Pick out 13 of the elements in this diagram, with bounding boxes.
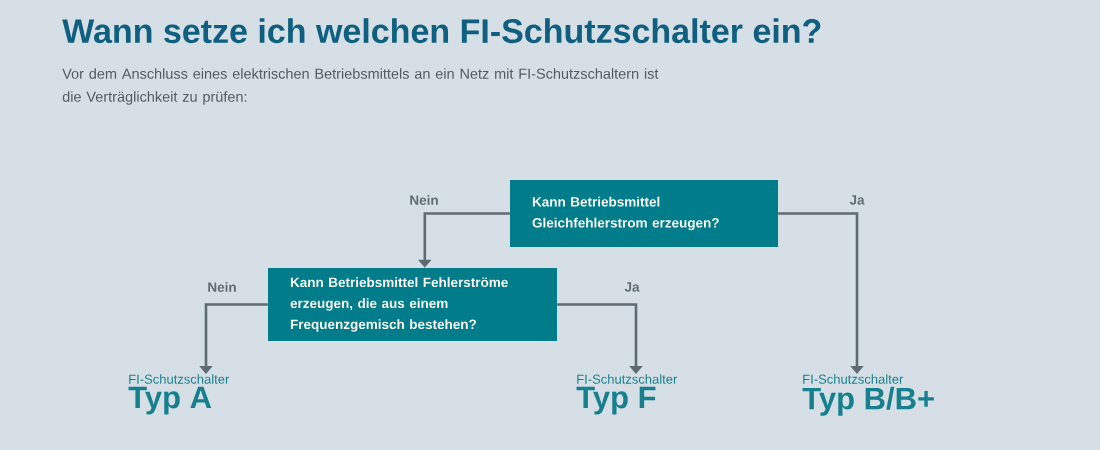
decision-box: Kann Betriebsmittel Gleichfehlerstrom erzeugen?	[510, 180, 778, 247]
decision-box: Kann Betriebsmittel Fehlerströme erzeugen, die aus einem Frequenzgemisch bestehen?	[268, 268, 557, 341]
result-label: FI-Schutzschalter Typ A	[128, 374, 230, 415]
title: Wann setze ich welchen FI-Schutzschalter ein?	[62, 18, 821, 44]
edge-label: Nein	[408, 194, 440, 206]
edge-label: Ja	[848, 194, 866, 206]
arrow	[778, 212, 864, 374]
result-label: FI-Schutzschalter Typ B/B+	[802, 374, 934, 416]
subtitle: Vor dem Anschluss eines elektrischen Betriebsmittels an ein Netz mit FI-Schutzschaltern ist die Verträglichkeit zu prüfen:	[62, 68, 659, 105]
arrow	[557, 303, 643, 374]
edge-label: Nein	[206, 281, 238, 293]
edge-label: Ja	[623, 281, 641, 293]
result-label: FI-Schutzschalter Typ F	[576, 374, 678, 415]
